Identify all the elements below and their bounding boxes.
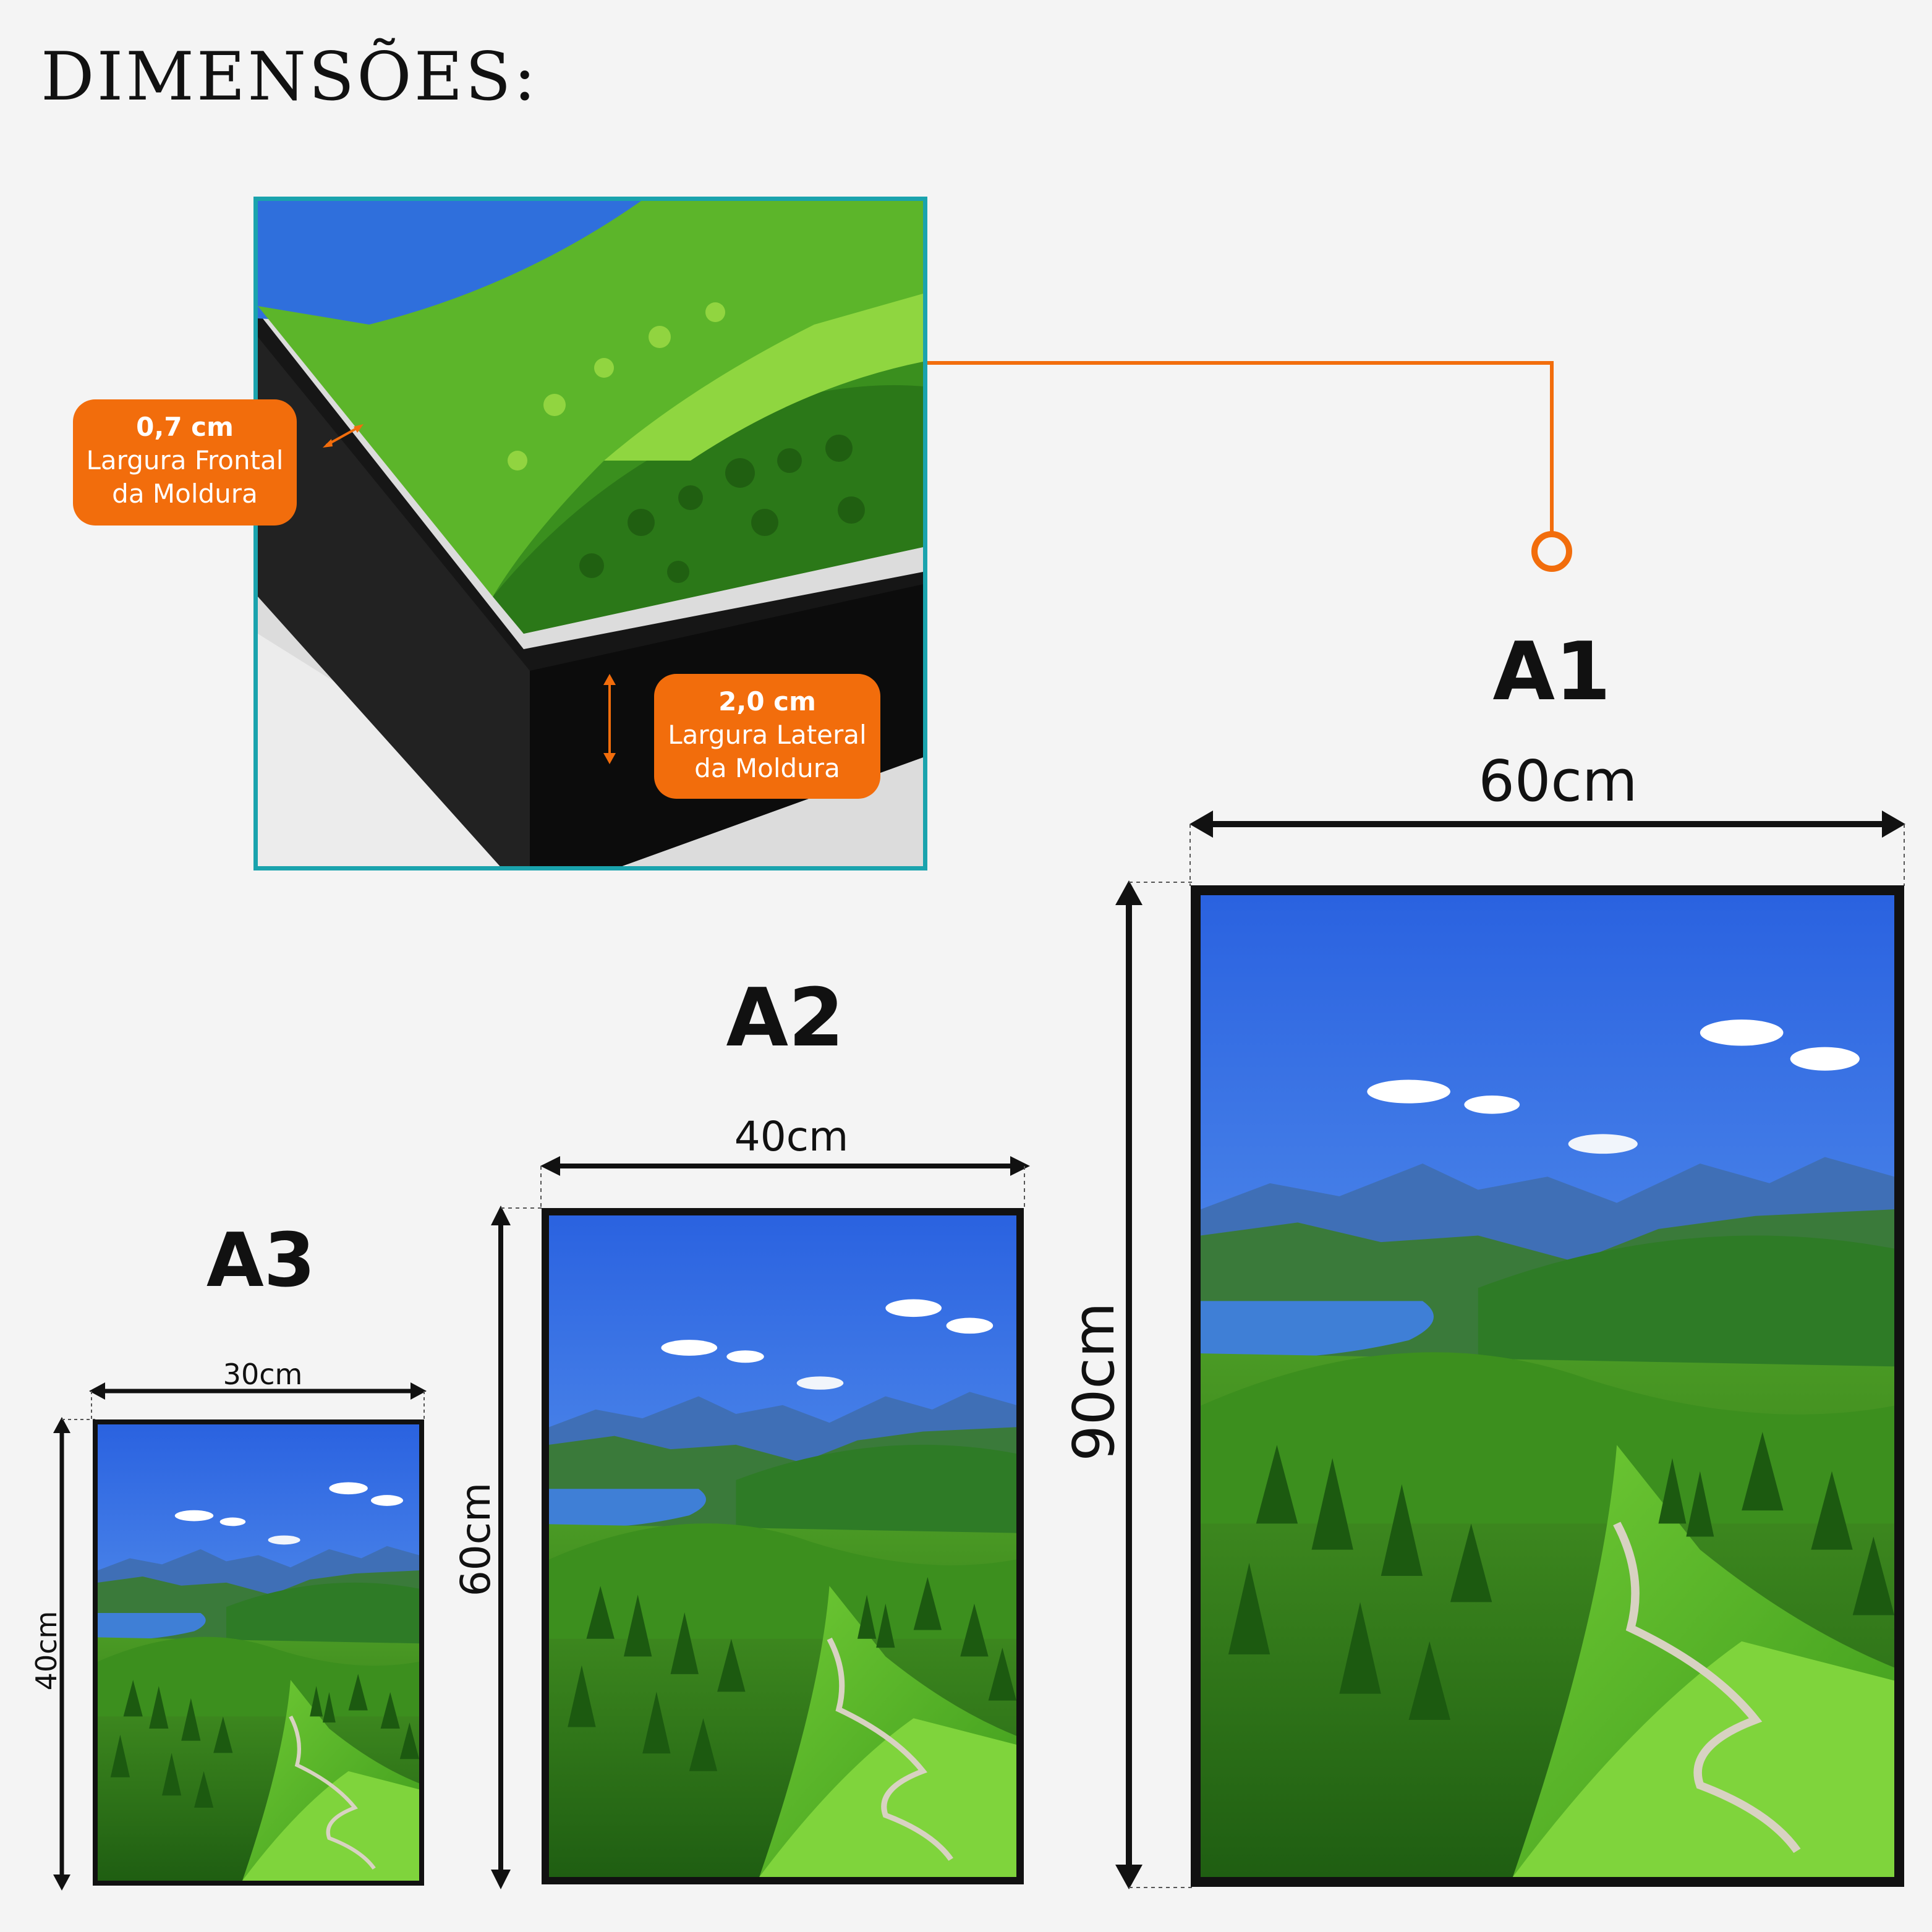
a3-width-label: 30cm (223, 1358, 303, 1391)
double-arrow-icon (323, 424, 364, 448)
a3-width-arrow (89, 1382, 427, 1419)
front-width-badge: 0,7 cm Largura Frontal da Moldura (73, 399, 297, 526)
a1-width-arrow (1189, 811, 1905, 886)
a2-height-label: 60cm (452, 1482, 500, 1597)
a1-poster (1191, 885, 1904, 1887)
side-width-label-2: da Moldura (694, 753, 840, 783)
landscape-image (549, 1215, 1016, 1877)
frame-corner-image (258, 201, 923, 866)
frame-detail-panel (253, 197, 927, 870)
a3-poster (93, 1419, 424, 1886)
size-name-a2: A2 (726, 971, 845, 1065)
a2-width-arrow (540, 1156, 1030, 1211)
connector-line (927, 361, 1572, 572)
side-width-value: 2,0 cm (718, 686, 816, 717)
side-width-badge: 2,0 cm Largura Lateral da Moldura (654, 674, 880, 799)
a2-poster (542, 1208, 1024, 1884)
a2-height-arrow (491, 1206, 545, 1889)
a3-height-arrow (53, 1417, 95, 1891)
front-width-value: 0,7 cm (136, 412, 234, 442)
side-width-label-1: Largura Lateral (668, 720, 867, 750)
a1-height-label: 90cm (1061, 1302, 1127, 1462)
a2-width-label: 40cm (734, 1113, 849, 1160)
double-arrow-icon (603, 674, 616, 764)
front-width-label-1: Largura Frontal (86, 445, 284, 475)
landscape-image (98, 1424, 419, 1881)
a1-height-arrow (1115, 880, 1192, 1889)
landscape-image (1201, 895, 1894, 1877)
size-name-a1: A1 (1492, 624, 1611, 718)
page-title: DIMENSÕES: (41, 38, 538, 116)
size-name-a3: A3 (206, 1218, 316, 1304)
front-width-label-2: da Moldura (112, 479, 258, 509)
a1-width-label: 60cm (1478, 748, 1638, 814)
a3-height-label: 40cm (30, 1611, 63, 1691)
circle-icon (1531, 531, 1572, 572)
